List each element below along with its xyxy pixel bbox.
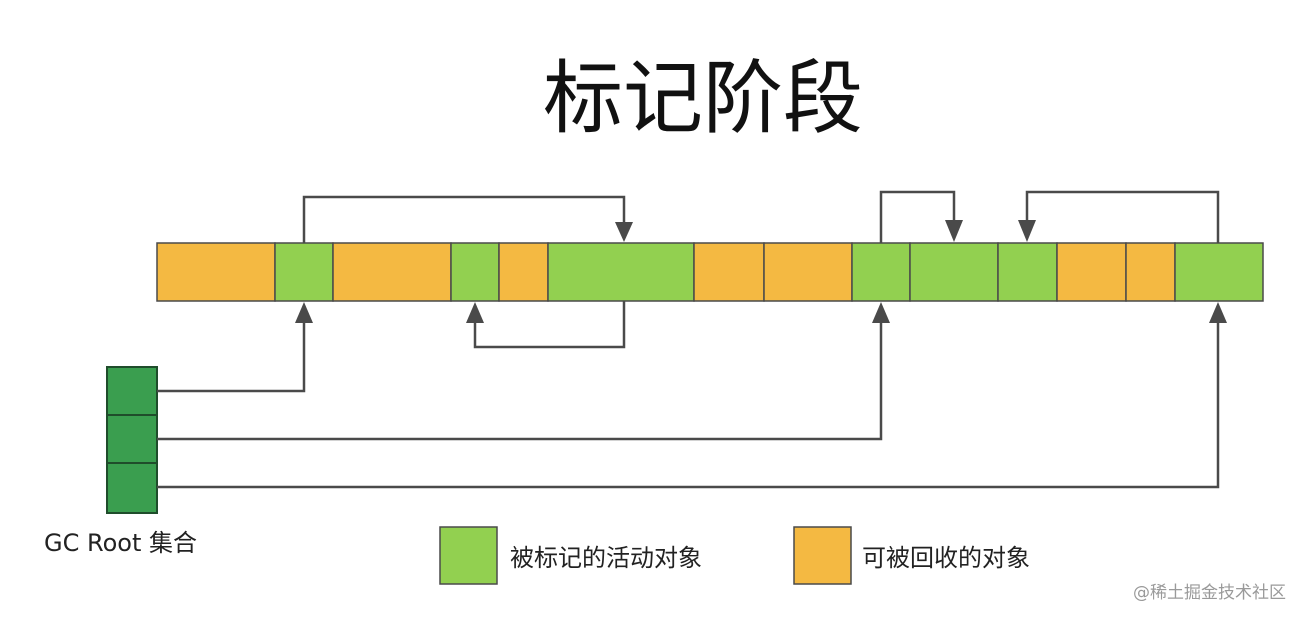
legend-swatch-reclaimable <box>793 526 852 585</box>
root-reference-arrow <box>157 321 306 393</box>
heap-cell <box>332 242 452 302</box>
root-reference-arrow <box>157 321 1220 489</box>
heap-cell <box>1125 242 1176 302</box>
legend: 被标记的活动对象 可被回收的对象 <box>439 526 1030 585</box>
root-references <box>157 302 1227 489</box>
arrowhead <box>466 302 484 323</box>
gc-root-cell <box>106 414 158 464</box>
heap-cell <box>547 242 695 302</box>
arrowhead <box>872 302 890 323</box>
reference-arrow <box>473 301 626 349</box>
arrowhead <box>615 222 633 242</box>
legend-label-reclaimable: 可被回收的对象 <box>862 544 1030 572</box>
legend-label-marked: 被标记的活动对象 <box>510 544 702 572</box>
heap-cell <box>763 242 853 302</box>
root-reference-arrow <box>157 321 883 441</box>
gc-root-set <box>106 366 158 514</box>
arrowhead <box>1018 220 1036 242</box>
heap-cell <box>693 242 765 302</box>
legend-swatch-marked <box>439 526 498 585</box>
heap-cell <box>1174 242 1264 302</box>
heap-cell <box>851 242 911 302</box>
reference-arrow <box>302 195 626 243</box>
heap-row <box>156 242 1264 302</box>
gc-root-cell <box>106 462 158 514</box>
reference-arrow <box>879 190 956 243</box>
heap-cell <box>450 242 500 302</box>
watermark: @稀土掘金技术社区 <box>1133 583 1286 603</box>
diagram-title: 标记阶段 <box>543 52 863 145</box>
heap-cell <box>909 242 999 302</box>
heap-cell <box>274 242 334 302</box>
reference-arrow <box>1025 190 1220 243</box>
gc-root-label: GC Root 集合 <box>44 529 197 557</box>
arrowhead <box>945 220 963 242</box>
heap-references <box>302 190 1220 349</box>
heap-cell <box>997 242 1058 302</box>
heap-cell <box>156 242 276 302</box>
arrowhead <box>1209 302 1227 323</box>
heap-cell <box>1056 242 1127 302</box>
gc-root-cell <box>106 366 158 416</box>
heap-cell <box>498 242 549 302</box>
arrowhead <box>295 302 313 323</box>
